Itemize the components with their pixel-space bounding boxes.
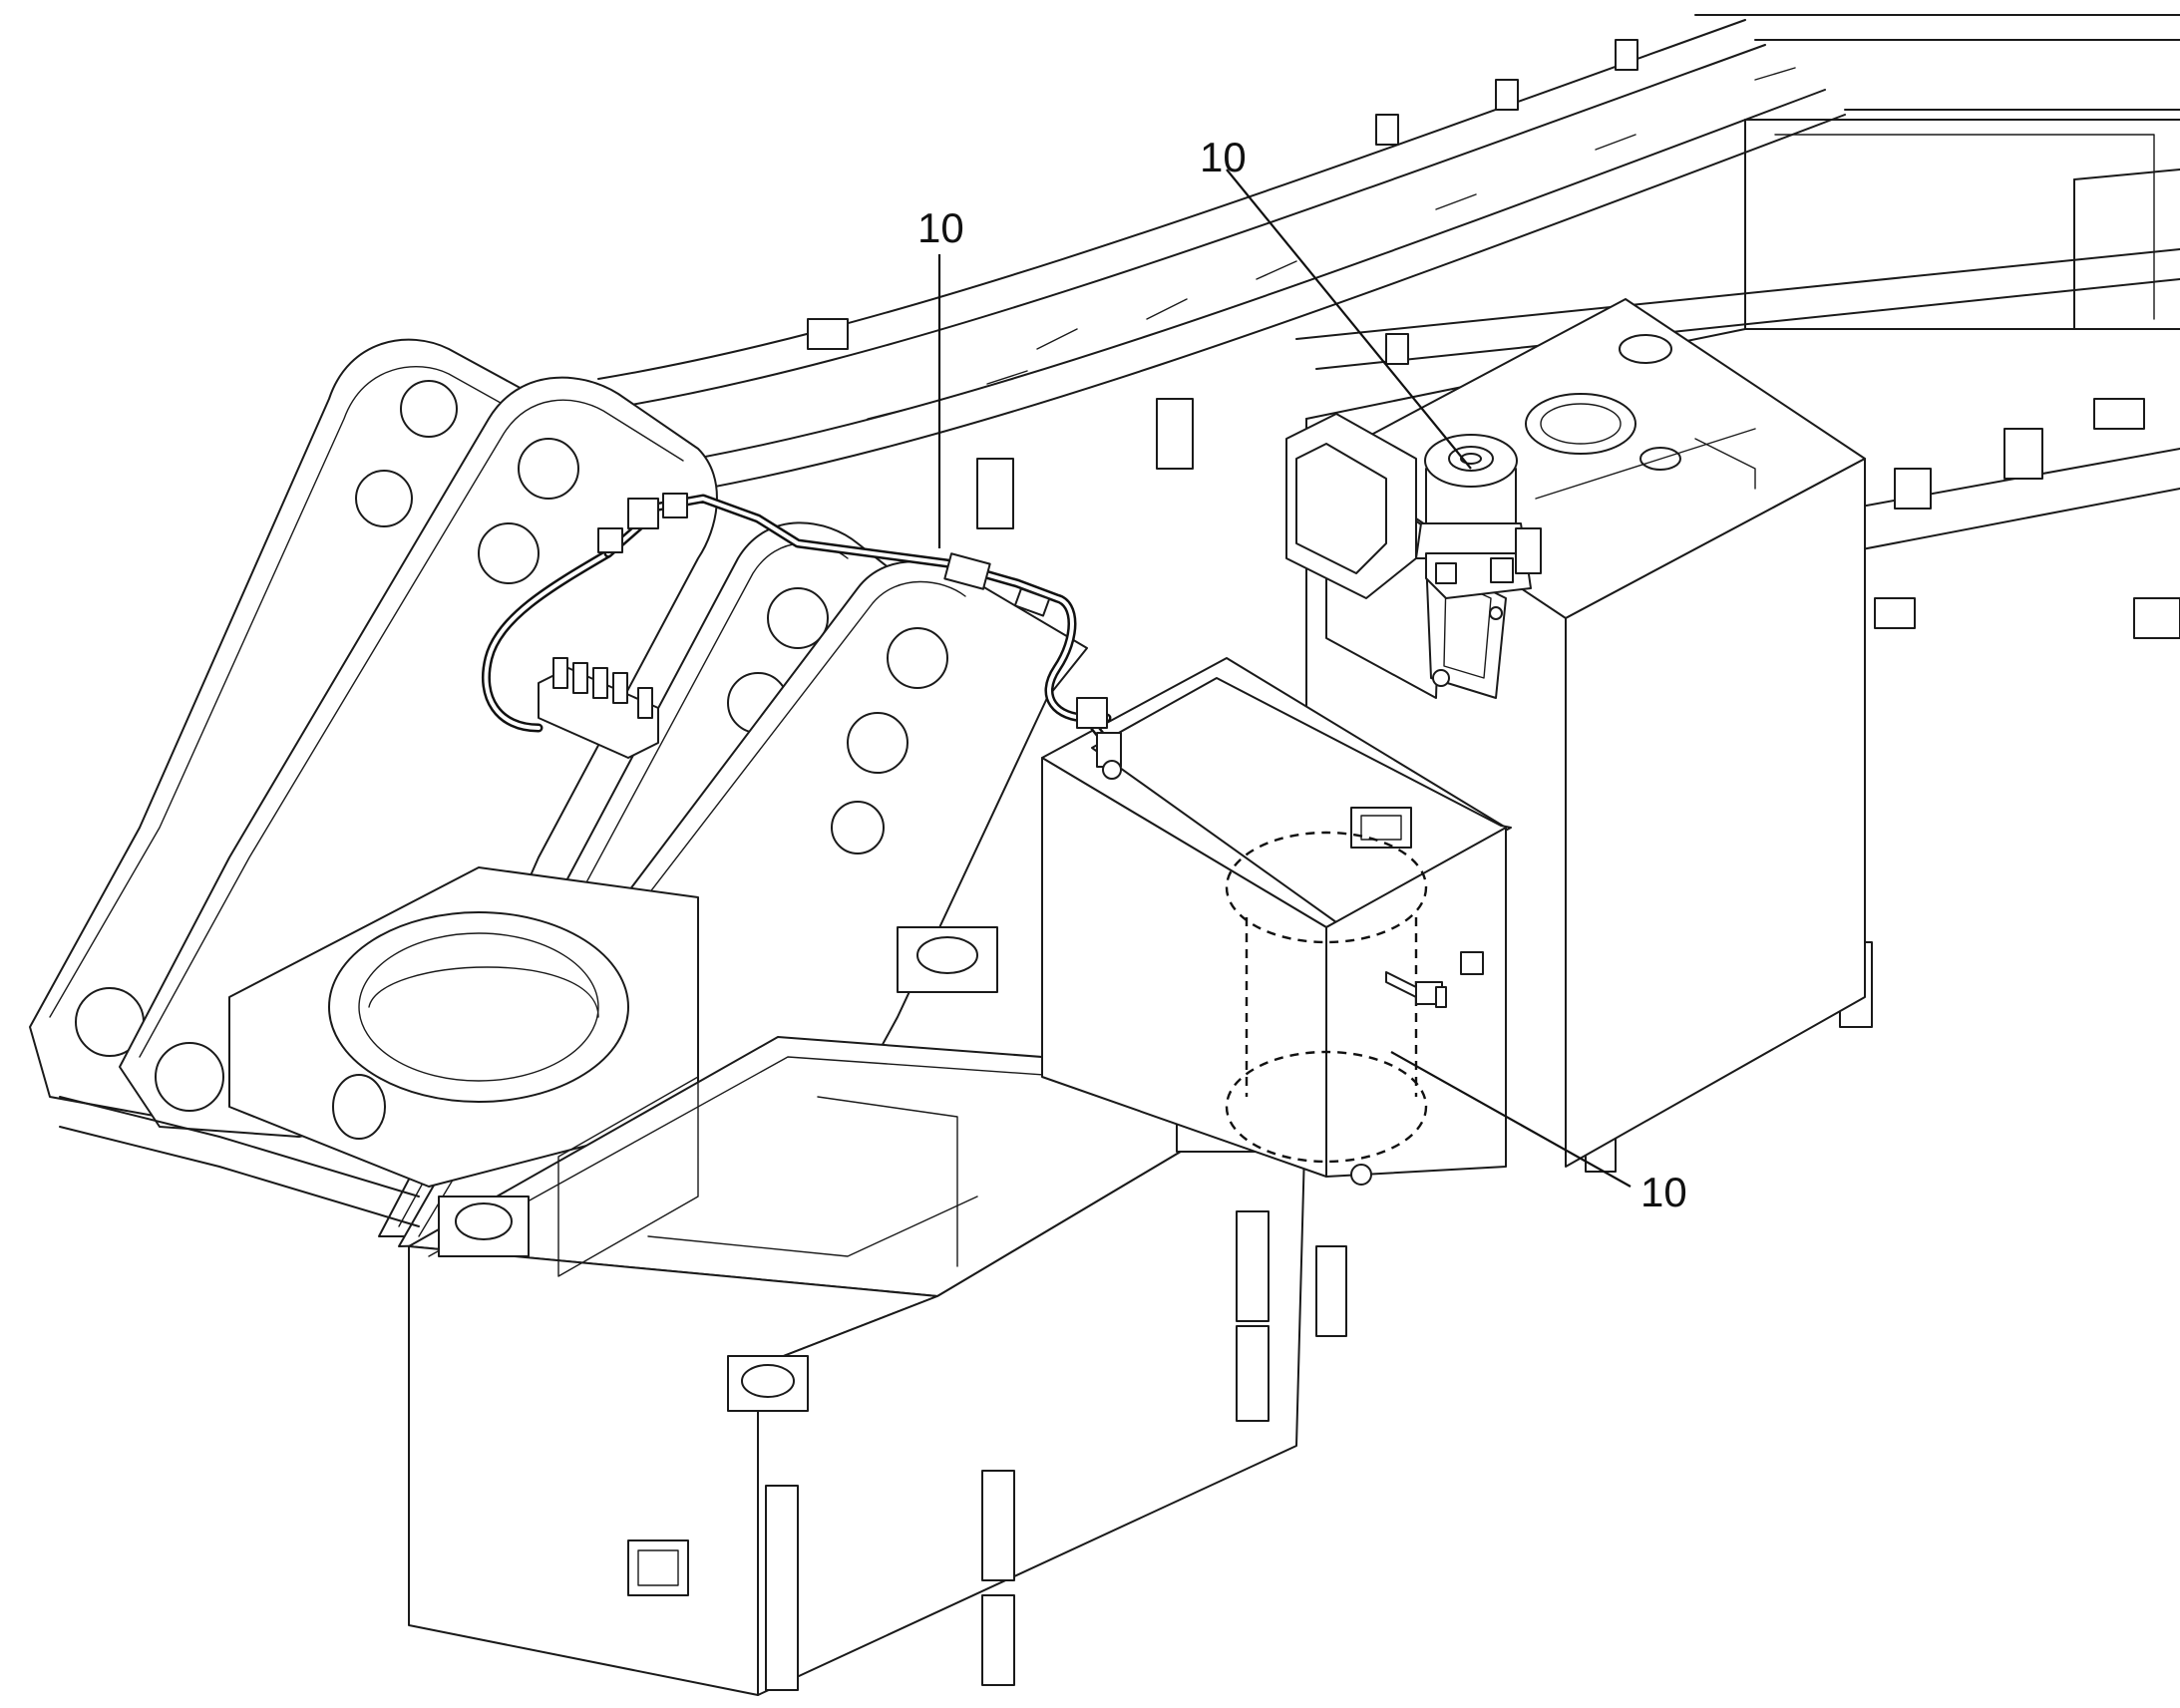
counterweight-box	[408, 926, 1873, 1696]
left-arm-front-plate	[119, 376, 718, 1138]
hose-fittings	[597, 493, 1122, 780]
lower-frame	[59, 866, 699, 1227]
callout-label: 10	[917, 204, 964, 251]
callout-label: 10	[1200, 134, 1247, 180]
callout-labels: 10 10 10	[917, 134, 1687, 1215]
motor-pump-unit	[1285, 413, 1542, 699]
distribution-valve-block	[538, 657, 659, 759]
leader-lines	[937, 169, 1632, 1188]
callout-label: 10	[1640, 1169, 1687, 1215]
tank-sensor-fitting	[1385, 971, 1447, 1008]
